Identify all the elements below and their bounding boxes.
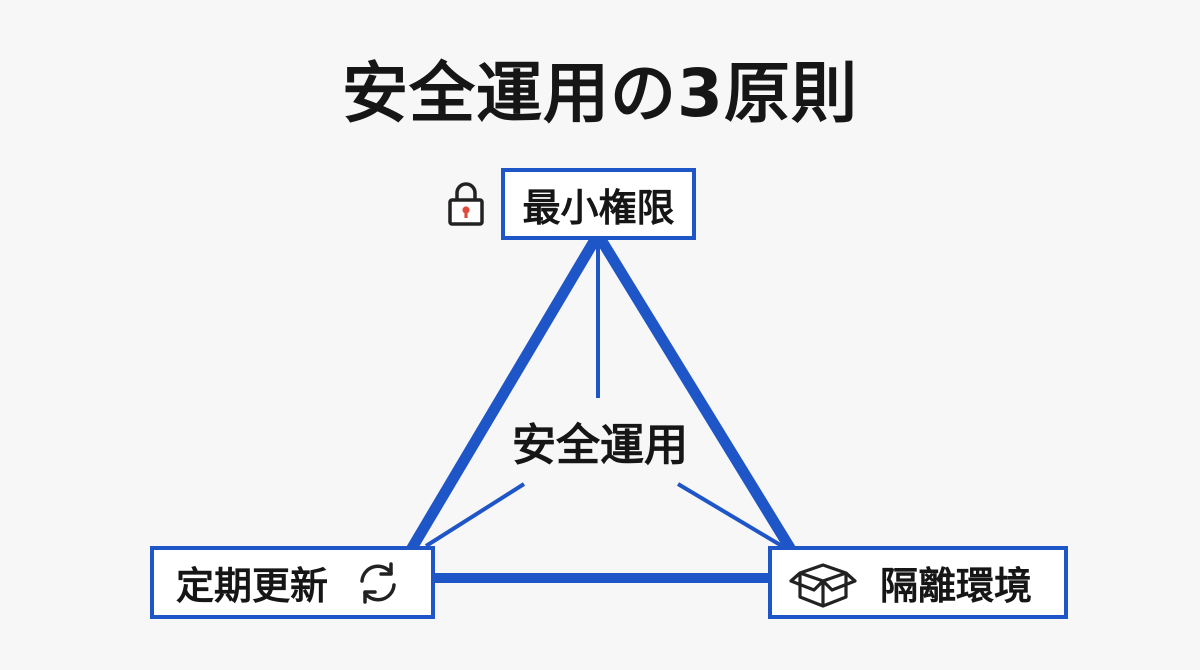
node-label: 隔離環境 [880,564,1033,608]
node-isolated-environment: 隔離環境 [768,546,1068,619]
node-least-privilege: 最小権限 [501,168,696,240]
box-icon [788,557,858,609]
refresh-icon [354,559,402,607]
edge-top-left [406,232,602,554]
center-label: 安全運用 [512,420,688,471]
edge-top-right [594,232,796,554]
page-title: 安全運用の3原則 [342,55,858,132]
node-label: 最小権限 [522,185,675,230]
lock-icon [446,180,486,226]
spoke-right [676,482,784,548]
node-label: 定期更新 [176,564,329,608]
node-regular-updates: 定期更新 [150,546,435,619]
spoke-left [424,482,526,548]
